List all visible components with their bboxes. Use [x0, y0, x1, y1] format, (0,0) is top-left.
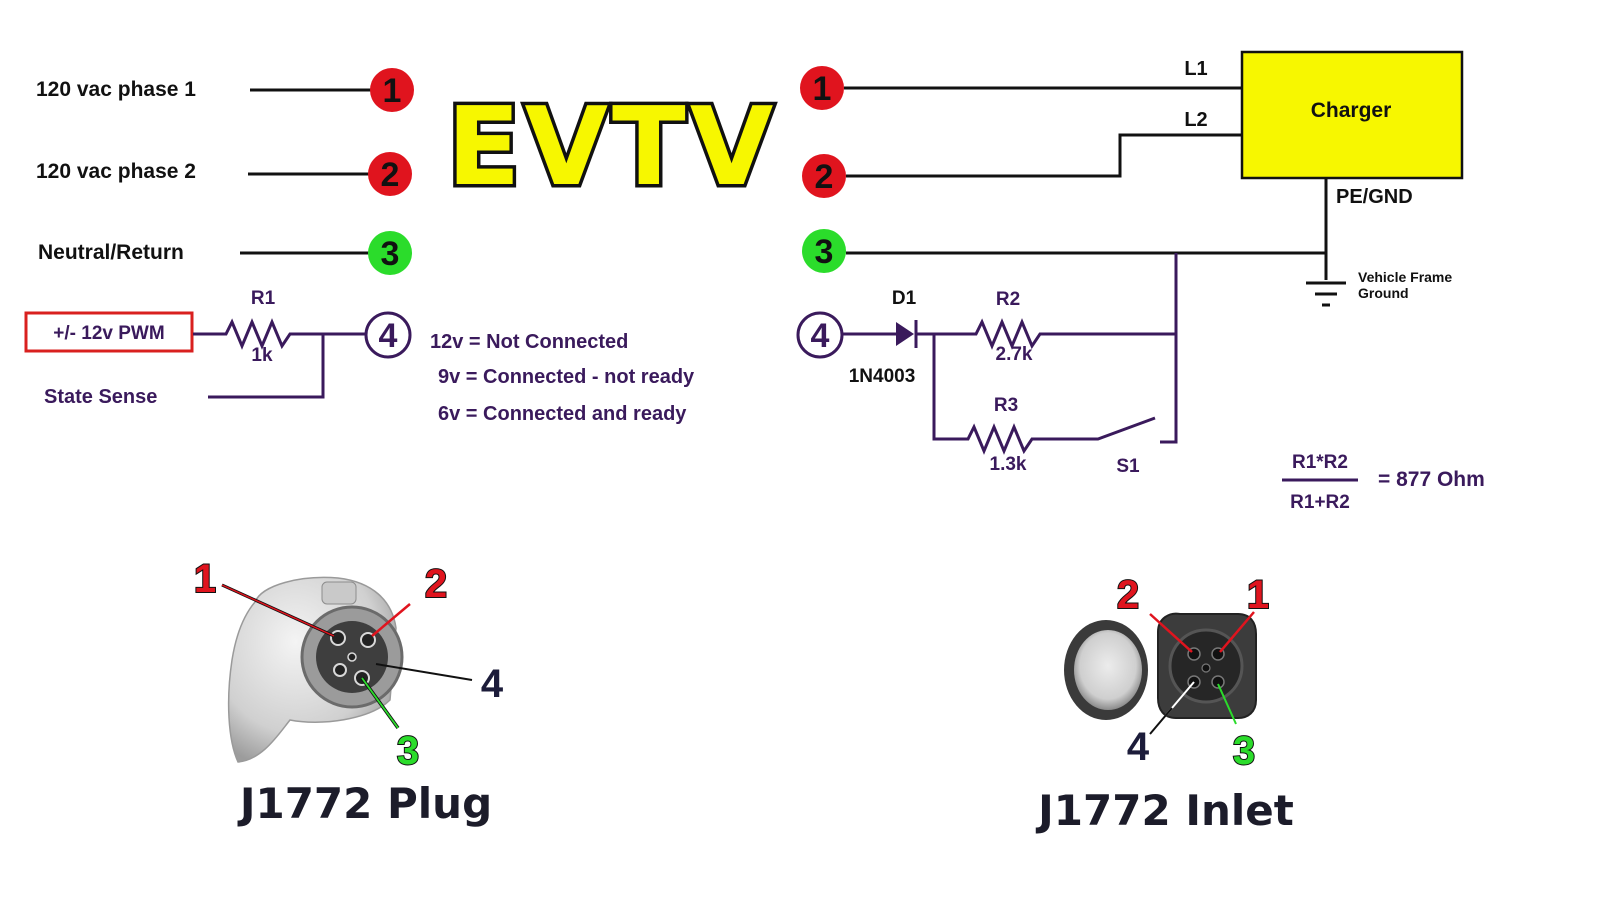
- plug-callout-4: 4: [481, 662, 504, 706]
- ground-symbol: [1306, 281, 1346, 307]
- d1-diode: [896, 322, 914, 346]
- r1-resistor: [193, 318, 366, 350]
- vehicle-pin-1: 1: [800, 66, 844, 110]
- svg-text:1: 1: [813, 70, 832, 108]
- r2-resistor: [916, 318, 1176, 350]
- inlet-pin-center: [1201, 663, 1211, 673]
- plug-callout-line-4: [375, 663, 473, 681]
- charger-box: [1240, 50, 1464, 180]
- inlet-title: J1772 Inlet: [1035, 786, 1294, 835]
- vehicle-pin-2: 2: [802, 154, 846, 198]
- formula-denominator: R1+R2: [1290, 492, 1350, 513]
- d1-part: 1N4003: [849, 366, 916, 387]
- state-sense-wire: [208, 334, 325, 399]
- plug-pin-hole-1: [330, 630, 346, 646]
- inlet-pin-3: [1211, 675, 1225, 689]
- inlet-callout-line-3: [1217, 683, 1237, 725]
- source-side: 120 vac phase 1 120 vac phase 2 Neutral/…: [24, 68, 695, 425]
- formula-numerator: R1*R2: [1292, 452, 1348, 473]
- frame-ground-label-1: Vehicle Frame: [1358, 269, 1452, 285]
- plug-callout-line-3: [361, 677, 399, 729]
- source-pin-2: 2: [368, 152, 412, 196]
- l1-label: L1: [1184, 58, 1207, 80]
- svg-text:4: 4: [379, 317, 398, 355]
- plug-callout-line-1: [221, 584, 335, 637]
- source-pin-3: 3: [368, 231, 412, 275]
- r3-resistor: [932, 334, 1156, 455]
- s1-return-wire: [1160, 253, 1178, 444]
- svg-text:4: 4: [811, 317, 830, 355]
- phase2-label: 120 vac phase 2: [36, 160, 196, 183]
- source-pin-4: 4: [364, 311, 412, 359]
- plug-callout-2: 2: [425, 562, 447, 606]
- r3-name: R3: [994, 395, 1018, 416]
- source-pin-1: 1: [370, 68, 414, 112]
- svg-text:2: 2: [381, 156, 400, 194]
- s1-label: S1: [1116, 456, 1140, 477]
- vehicle-pin-4: 4: [796, 311, 844, 359]
- state-12v: 12v = Not Connected: [430, 331, 628, 353]
- state-6v: 6v = Connected and ready: [438, 403, 687, 425]
- inlet-callout-2: 2: [1117, 573, 1139, 617]
- inlet-callout-line-1: [1219, 611, 1255, 653]
- neutral-label: Neutral/Return: [38, 241, 184, 264]
- r2-name: R2: [996, 289, 1020, 310]
- charger-label: Charger: [1311, 99, 1392, 122]
- l2-wire: [846, 133, 1242, 178]
- r2-value: 2.7k: [996, 344, 1033, 365]
- plug-callout-line-2: [371, 603, 411, 637]
- frame-ground-label-2: Ground: [1358, 285, 1409, 301]
- inlet-callout-line-4: [1149, 707, 1173, 735]
- inlet-callout-4: 4: [1127, 725, 1150, 769]
- r1-value: 1k: [251, 345, 273, 366]
- svg-text:3: 3: [815, 233, 834, 271]
- plug-latch: [321, 581, 357, 605]
- inlet-callout-1: 1: [1247, 573, 1269, 617]
- svg-text:3: 3: [381, 235, 400, 273]
- plug-pin-hole-4: [333, 663, 347, 677]
- pwm-box: [24, 311, 194, 353]
- plug-pin-hole-center: [347, 652, 357, 662]
- plug-title: J1772 Plug: [237, 779, 492, 828]
- formula-result: = 877 Ohm: [1378, 468, 1485, 491]
- plug-callout-1: 1: [194, 557, 216, 601]
- phase1-label: 120 vac phase 1: [36, 78, 196, 101]
- state-sense-label: State Sense: [44, 386, 157, 408]
- evtv-logo: EVTV: [447, 85, 778, 210]
- pwm-label: +/- 12v PWM: [53, 323, 164, 344]
- svg-text:1: 1: [383, 72, 402, 110]
- inlet-callout-3: 3: [1233, 729, 1255, 773]
- vehicle-pin-3: 3: [802, 229, 846, 273]
- state-9v: 9v = Connected - not ready: [438, 366, 695, 388]
- j1772-plug-illustration: 1 2 3 4 J1772 Plug: [193, 556, 504, 828]
- r1-name: R1: [251, 288, 276, 309]
- plug-pin-hole-2: [360, 632, 376, 648]
- d1-name: D1: [892, 288, 917, 309]
- inlet-callout-line-2: [1149, 613, 1193, 653]
- vehicle-side: 1 2 3 4 L1 L2 Charger PE/GND Ve: [796, 50, 1485, 513]
- plug-callout-3: 3: [397, 729, 419, 773]
- pe-gnd-label: PE/GND: [1336, 186, 1413, 208]
- r3-value: 1.3k: [990, 454, 1027, 475]
- j1772-inlet-illustration: 2 1 4 3 J1772 Inlet: [1035, 572, 1294, 835]
- l2-label: L2: [1184, 109, 1207, 131]
- inlet-cap: [1074, 630, 1142, 710]
- svg-text:2: 2: [815, 158, 834, 196]
